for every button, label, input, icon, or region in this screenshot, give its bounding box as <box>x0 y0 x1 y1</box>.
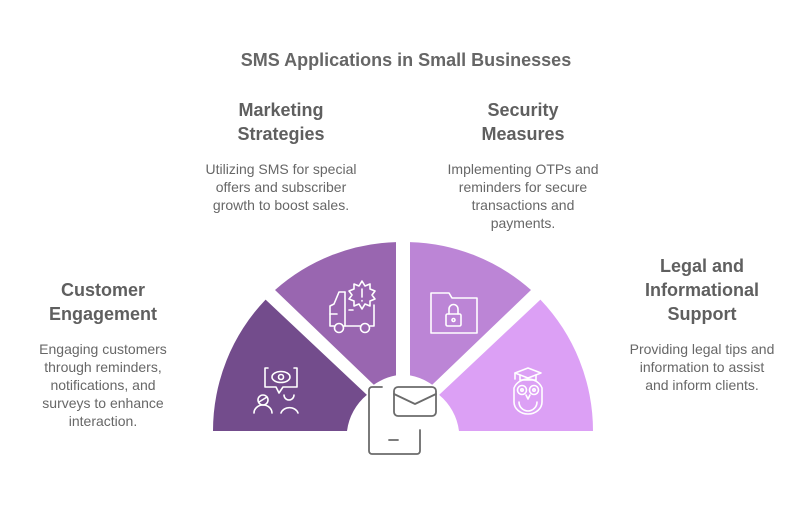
marketing-strategies-description: Utilizing SMS for special offers and sub… <box>205 161 357 213</box>
legal-support-heading: Legal and Informational Support <box>644 256 759 324</box>
legal-support-description: Providing legal tips and information to … <box>629 341 775 393</box>
segment-security-measures <box>410 242 531 385</box>
marketing-strategies-block: Marketing Strategies Utilizing SMS for s… <box>190 98 372 214</box>
customer-engagement-heading: Customer Engagement <box>48 280 158 324</box>
graduate-owl-icon <box>513 367 543 415</box>
legal-support-block: Legal and Informational Support Providin… <box>612 254 792 394</box>
people-eye-speech-icon <box>253 367 299 414</box>
security-measures-heading: Security Measures <box>481 100 565 144</box>
locked-folder-icon <box>430 292 478 334</box>
segment-customer-engagement <box>212 299 367 431</box>
delivery-truck-alert-icon <box>329 280 376 334</box>
security-measures-description: Implementing OTPs and reminders for secu… <box>447 161 599 231</box>
diagram-title: SMS Applications in Small Businesses <box>240 50 572 70</box>
marketing-strategies-heading: Marketing Strategies <box>237 100 325 144</box>
phone-message-icon <box>368 386 437 455</box>
security-measures-block: Security Measures Implementing OTPs and … <box>432 98 614 232</box>
customer-engagement-description: Engaging customers through reminders, no… <box>39 341 167 429</box>
segments <box>212 242 594 431</box>
segment-legal-support <box>439 299 594 431</box>
customer-engagement-block: Customer Engagement Engaging customers t… <box>22 278 184 430</box>
